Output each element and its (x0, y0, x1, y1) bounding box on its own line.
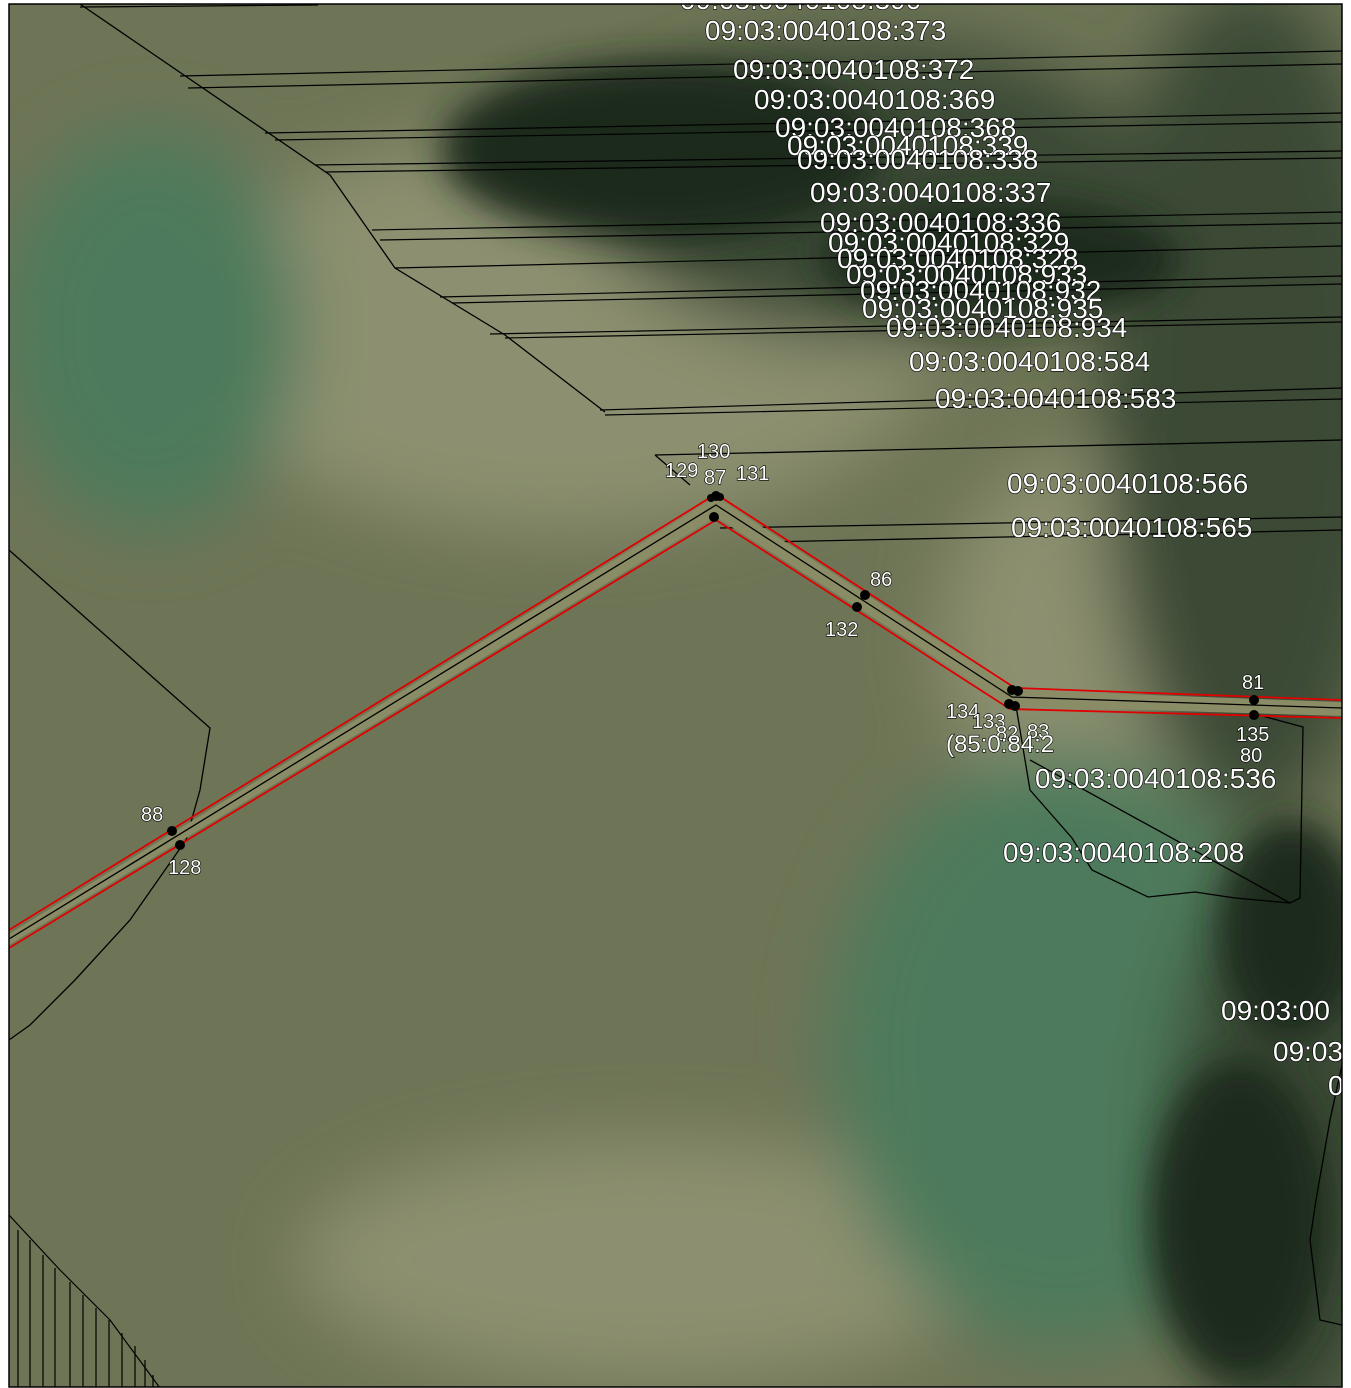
point-label-134: 134 (946, 701, 979, 723)
point-132[interactable] (852, 602, 862, 612)
point-label-135: 135 (1236, 724, 1269, 746)
parcel-label[interactable]: 09:03:0040108:368 (774, 111, 1017, 143)
point-86[interactable] (860, 590, 870, 600)
parcel-label[interactable]: 09:03:0040108:933 (845, 258, 1088, 290)
boundary-strip-565b[interactable] (764, 529, 1342, 543)
boundary-notch-130[interactable] (654, 439, 1342, 456)
parcel-label[interactable]: 09:03:0040108:932 (859, 274, 1102, 306)
point-label-81: 81 (1242, 672, 1264, 694)
point-label-133: 133 (972, 711, 1005, 733)
point-label-131: 131 (736, 463, 769, 485)
point-130[interactable] (709, 512, 719, 522)
parcel-strip[interactable] (79, 4, 319, 8)
parcel-strip[interactable] (371, 211, 1342, 231)
point-88[interactable] (167, 826, 177, 836)
point-83[interactable] (1013, 686, 1023, 696)
terrain-light-area (300, 1140, 1000, 1380)
parcel-label[interactable]: 09:03:0040108:373 (704, 14, 947, 46)
parcel-strip[interactable] (489, 316, 1342, 335)
parcel-strip[interactable] (504, 321, 1342, 339)
point-135[interactable] (1249, 710, 1259, 720)
forest-dark (1150, 1060, 1330, 1380)
parcel-label[interactable]: 09:03:0040108:935 (861, 292, 1104, 324)
hatched-parcels (9, 1214, 161, 1387)
point-label-128: 128 (168, 857, 201, 879)
point-81[interactable] (1249, 695, 1259, 705)
forest-area (1100, 4, 1342, 820)
point-label-130: 130 (697, 441, 730, 463)
parcel-label[interactable]: 09:03:0040108:934 (885, 311, 1128, 343)
parcel-label[interactable]: 09:03:0040108:565 (1010, 511, 1253, 543)
point-label-88: 88 (141, 804, 163, 826)
parcel-label[interactable]: 09:03:0040108:390 (679, 0, 922, 16)
boundary-left-parcel[interactable] (9, 549, 211, 1041)
point-label-86: 86 (870, 569, 892, 591)
point-label-80: 80 (1240, 745, 1262, 767)
parcel-label[interactable]: 09:03:0040108:339 (786, 129, 1029, 161)
parcel-label[interactable]: 09:03:0040108:536 (1034, 762, 1277, 794)
parcel-strip[interactable] (379, 222, 1342, 241)
parcel-strip[interactable] (599, 387, 1342, 411)
point-128[interactable] (175, 840, 185, 850)
parcel-label[interactable]: 09:03:0040108:566 (1006, 467, 1249, 499)
parcel-label[interactable]: 09:03:0040108:328 (836, 242, 1079, 274)
parcel-strip[interactable] (179, 50, 1342, 77)
point-134[interactable] (1010, 701, 1020, 711)
boundary-east-diagonal[interactable] (1029, 759, 1291, 904)
point-131[interactable] (716, 493, 724, 501)
forest-dark (440, 60, 880, 240)
map-border (8, 3, 1343, 1388)
parcel-strip[interactable] (274, 121, 1342, 141)
point-label-87: 87 (704, 467, 726, 489)
parcel-label[interactable]: 09:03:0040108:337 (809, 176, 1052, 208)
point-label-82: 82 (996, 723, 1018, 745)
parcel-label[interactable]: 09:03:0040108:338 (796, 143, 1039, 175)
forest-dark (820, 200, 1180, 320)
point-label-83: 83 (1027, 721, 1049, 743)
parcel-label-edge[interactable]: 0 (1327, 1069, 1344, 1101)
parcel-strip[interactable] (314, 150, 1342, 166)
parcel-labels: 09:03:0040108:390 09:03:0040108:373 09:0… (679, 0, 1344, 1102)
parcel-label[interactable]: 09:03:0040108:329 (827, 226, 1070, 258)
green-patch (9, 130, 300, 530)
point-label-129: 129 (665, 460, 698, 482)
point-label-overlap: (85:0:84:2 (946, 731, 1054, 758)
forest-dark (1220, 820, 1342, 1040)
road-centerline (9, 504, 1342, 940)
boundary-notch-130b[interactable] (654, 454, 691, 486)
parcel-strip[interactable] (439, 275, 1342, 298)
parcel-label[interactable]: 09:03:0040108:584 (908, 345, 1151, 377)
parcel-label[interactable]: 09:03:0040108:336 (819, 206, 1062, 238)
parcel-label[interactable]: 09:03:0040108:583 (934, 382, 1177, 414)
boundary-right-edge[interactable] (1309, 1064, 1342, 1326)
parcel-strip[interactable] (324, 157, 1342, 173)
hatch-edge (9, 1214, 161, 1387)
road-edge-south (9, 518, 1342, 949)
parcel-strip[interactable] (264, 112, 1342, 134)
parcel-strip[interactable] (604, 398, 1342, 416)
parcel-strip[interactable] (394, 245, 1342, 269)
boundary-strip-565[interactable] (719, 516, 1342, 529)
parcel-strip[interactable] (187, 63, 1342, 89)
survey-points (167, 491, 1259, 850)
parcel-label[interactable]: 09:03:0040108:372 (732, 53, 975, 85)
parcel-label[interactable]: 09:03:0040108:208 (1002, 836, 1245, 868)
point-labels: 130 129 87 131 86 132 134 133 82 83 (85:… (140, 440, 1270, 879)
parcel-label[interactable]: 09:03:0040108:369 (753, 83, 996, 115)
parcel-strip[interactable] (451, 283, 1342, 304)
point-129[interactable] (707, 494, 715, 502)
boundary-east-parcel[interactable] (1014, 699, 1304, 904)
parcel-label-edge[interactable]: 09:03:00 (1220, 994, 1330, 1026)
point-label-132: 132 (825, 619, 858, 641)
parcel-label-edge[interactable]: 09:03 (1272, 1035, 1343, 1067)
parcel-strips (79, 4, 1342, 416)
